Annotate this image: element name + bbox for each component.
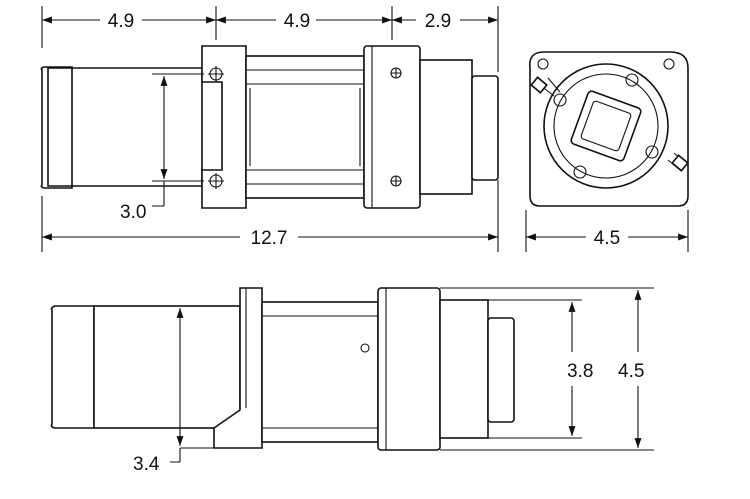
side-view: 3.4 3.8 4.5 [50, 287, 654, 475]
dim-segment-2-label: 4.9 [284, 11, 310, 32]
tie-rods [245, 55, 365, 199]
motor-top [40, 66, 203, 189]
gearbox-top [363, 45, 499, 209]
dim-overall-length-label: 12.7 [251, 228, 288, 249]
dim-mount-spacing-label: 3.0 [120, 202, 146, 223]
end-view: 4.5 [525, 51, 689, 252]
gearbox-side [377, 287, 515, 451]
motor-side [50, 305, 241, 429]
dim-end-width-label: 4.5 [594, 228, 620, 249]
dim-segment-3-label: 2.9 [425, 11, 451, 32]
dim-foot-height-label: 3.4 [133, 454, 160, 475]
dim-drum-height-label: 3.8 [567, 361, 593, 382]
side-tie-rods [261, 301, 379, 443]
dim-segment-1-label: 4.9 [108, 11, 134, 32]
top-view: 4.9 4.9 2.9 3.0 12.7 [40, 6, 499, 252]
left-mount-bracket [201, 45, 247, 209]
dim-overall-height-label: 4.5 [618, 361, 644, 382]
